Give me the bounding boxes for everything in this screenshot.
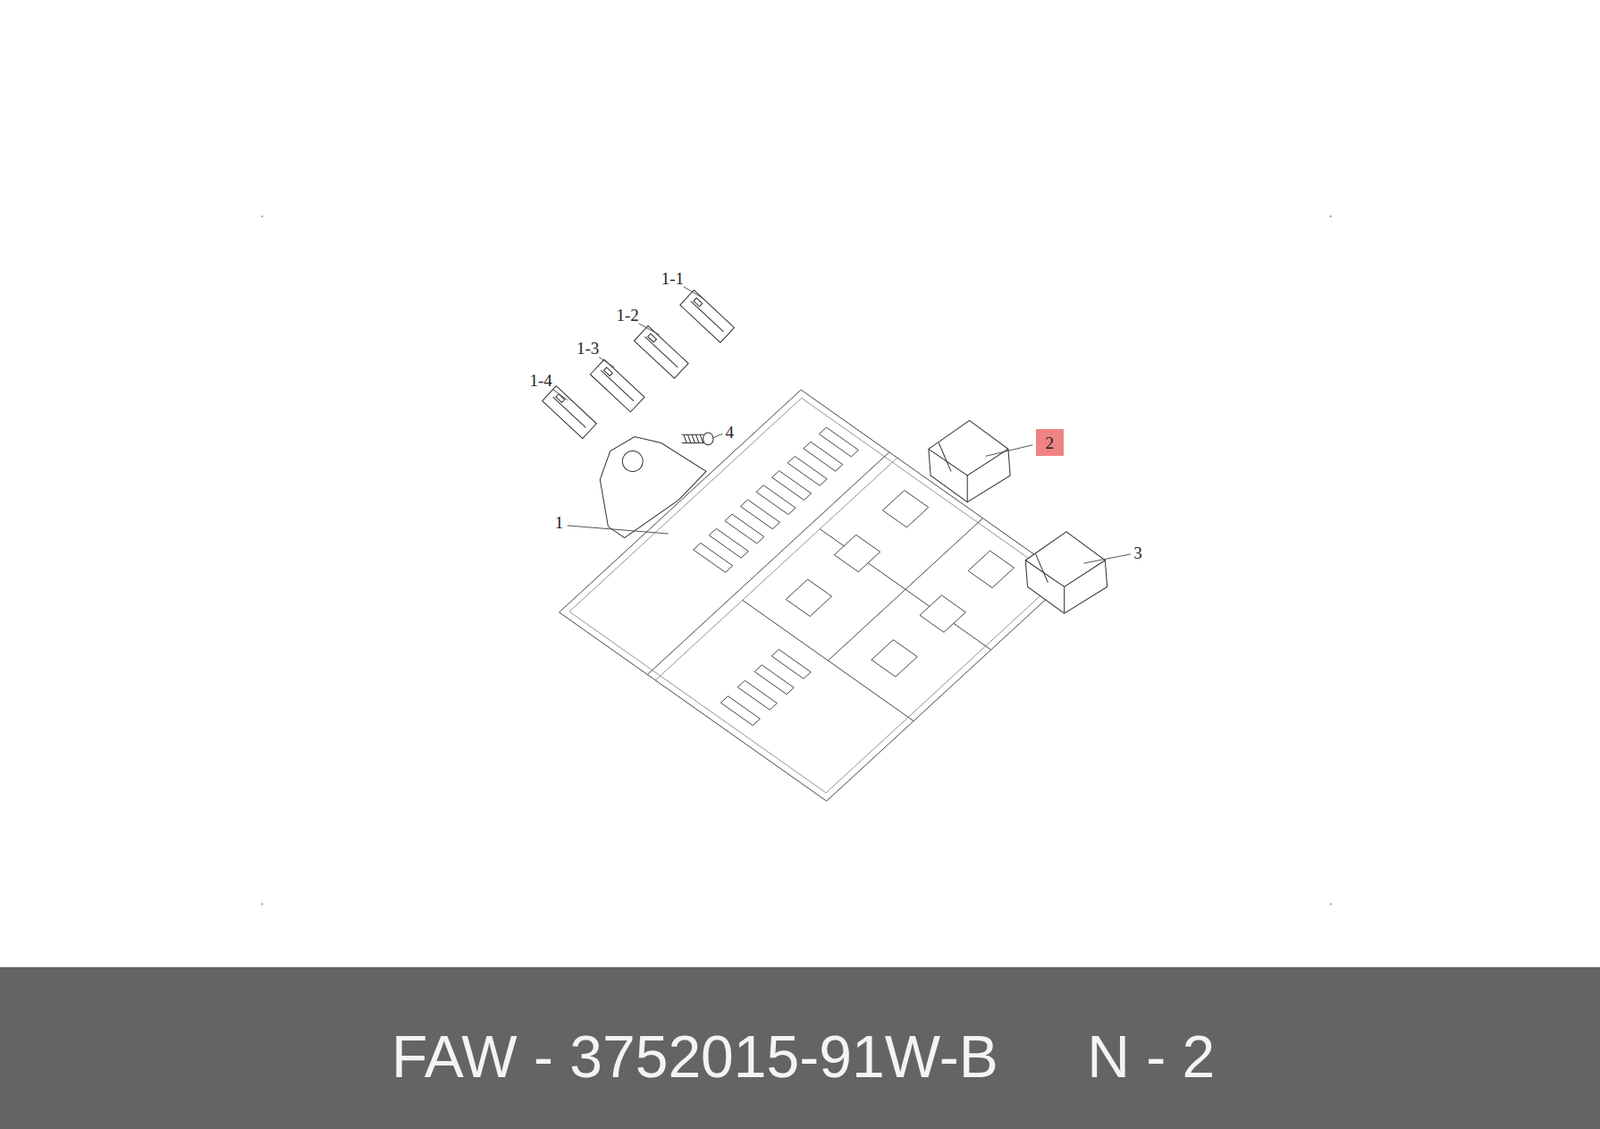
callout-number: 1-2 [615,305,639,323]
fuse-socket [818,427,859,457]
relay-socket [968,550,1014,588]
fuse-socket [771,648,811,679]
callout-number: 3 [1133,543,1143,561]
relay [1025,531,1107,614]
quantity-text: N - 2 [1086,1027,1215,1087]
exploded-view [261,215,1332,906]
mounting-bracket [599,437,707,539]
callout-number: 1-3 [576,339,599,357]
fuse-cover [589,359,645,413]
callout-number: 1-4 [529,370,552,388]
footer-bar [0,967,1600,1129]
relay-socket [919,595,966,632]
fuse-cover [633,325,689,379]
callout-number: 1-1 [661,269,684,287]
screw [682,432,714,446]
relay [928,420,1011,502]
fuse-cover [542,386,598,439]
fuse-socket [754,665,794,695]
relay-socket [871,640,918,677]
fuse-socket [720,696,760,726]
leader-lines [552,286,1131,564]
relay-socket [882,490,928,528]
relay-socket [785,579,832,616]
callout-number: 2 [1044,434,1054,452]
highlight-callout: 2 [1035,429,1064,456]
callout-number: 4 [724,422,734,440]
fuse-socket [737,680,777,710]
fuse-board [559,389,1070,801]
part-number: FAW - 3752015-91W-B [391,1027,999,1087]
fuse-cover [680,290,735,344]
relay-socket [833,534,880,572]
callout-number: 1 [555,513,565,531]
